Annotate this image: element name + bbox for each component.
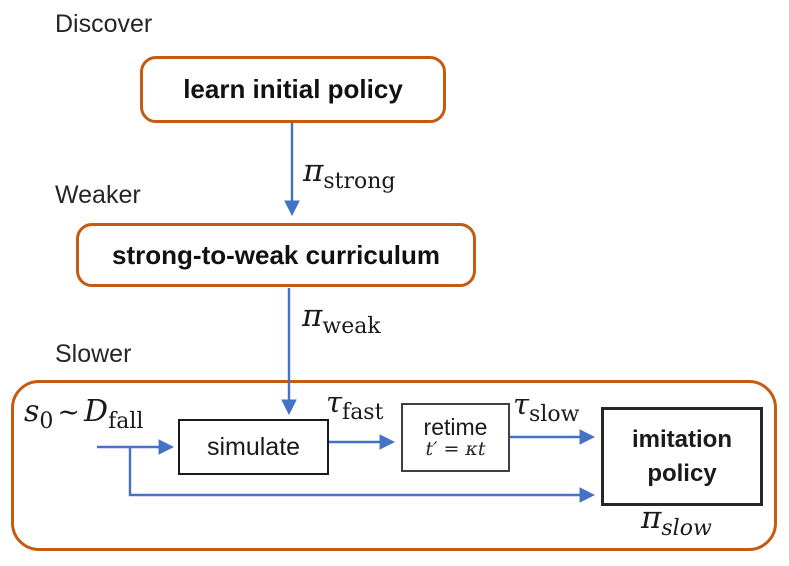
node-retime: retime t′ = κt — [401, 403, 510, 472]
distributed-as-symbol: ∼ — [57, 397, 81, 428]
pi-symbol: π — [302, 298, 323, 334]
tau-symbol: τ — [326, 385, 343, 419]
label-pi-weak: πweak — [302, 301, 381, 338]
node-imitation-policy-label: imitation policy — [632, 423, 732, 490]
pi-strong-subscript: strong — [323, 169, 396, 194]
distribution-var: D — [84, 394, 109, 429]
node-retime-equation: t′ = κt — [425, 437, 486, 460]
pi-symbol: π — [641, 500, 662, 536]
node-learn-initial-policy-label: learn initial policy — [183, 74, 403, 104]
distribution-subscript: fall — [108, 409, 144, 434]
node-strong-to-weak-curriculum-label: strong-to-weak curriculum — [112, 239, 440, 270]
state-var-subscript: 0 — [39, 409, 54, 434]
phase-label-slower: Slower — [55, 340, 132, 368]
node-retime-label: retime — [423, 413, 488, 440]
pi-slow-subscript: slow — [661, 516, 712, 541]
node-simulate: simulate — [178, 419, 329, 475]
node-strong-to-weak-curriculum: strong-to-weak curriculum — [76, 223, 476, 287]
phase-label-weaker: Weaker — [55, 181, 141, 209]
node-learn-initial-policy: learn initial policy — [140, 56, 446, 123]
imitation-line1: imitation — [632, 425, 732, 453]
node-simulate-label: simulate — [206, 432, 301, 461]
label-tau-fast: τfast — [326, 388, 383, 424]
state-var: s — [24, 394, 40, 429]
pi-symbol: π — [303, 153, 324, 189]
imitation-line2: policy — [647, 459, 717, 487]
label-pi-slow: πslow — [641, 503, 712, 540]
phase-label-discover: Discover — [55, 10, 153, 38]
label-tau-slow: τslow — [513, 390, 579, 426]
label-pi-strong: πstrong — [303, 156, 396, 193]
node-imitation-policy: imitation policy — [601, 407, 763, 506]
pi-weak-subscript: weak — [322, 314, 381, 339]
tau-fast-subscript: fast — [342, 400, 384, 425]
tau-symbol: τ — [513, 387, 530, 421]
label-initial-state-distribution: s0∼Dfall — [24, 397, 143, 433]
tau-slow-subscript: slow — [529, 402, 580, 427]
